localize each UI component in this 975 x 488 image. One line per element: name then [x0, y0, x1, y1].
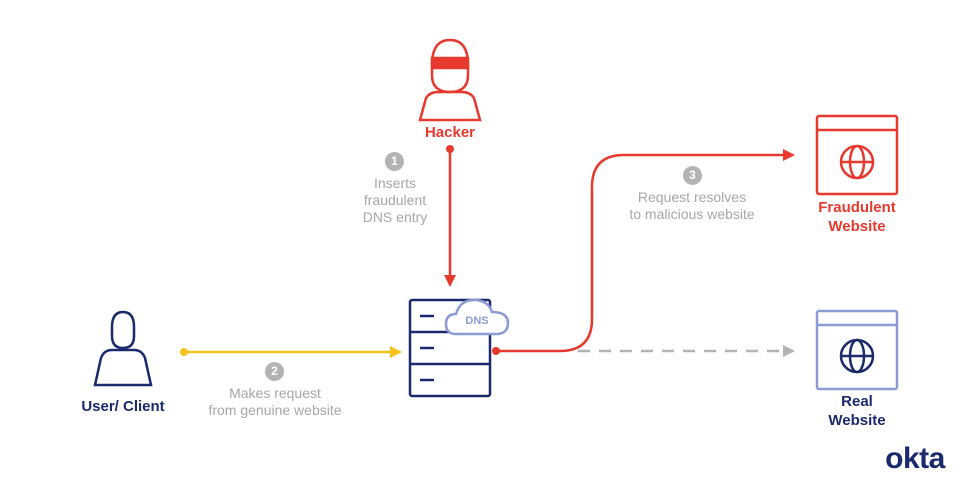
user-icon	[93, 310, 153, 387]
arrow-dns-to-fraudulent	[492, 149, 795, 355]
step-3-text-line1: Request resolves	[637, 189, 747, 205]
dns-server-icon	[408, 298, 492, 398]
dns-label: DNS	[465, 315, 489, 327]
step-2-text-line2: from genuine website	[208, 402, 342, 418]
real-website-label-line2: Website	[828, 412, 886, 429]
fraudulent-website-label: Fraudulent Website	[797, 198, 917, 236]
fraudulent-website-icon	[815, 114, 899, 196]
okta-logo: okta	[885, 442, 945, 475]
fraudulent-website-label-line1: Fraudulent	[818, 199, 896, 216]
step-3-text-line2: to malicious website	[629, 206, 755, 222]
step-1-text-line1: Inserts	[373, 175, 416, 191]
step-2-text-line1: Makes request	[229, 385, 321, 401]
step-3-text: Request resolves to malicious website	[602, 189, 782, 223]
step-2-text: Makes request from genuine website	[185, 385, 365, 419]
step-3-badge: 3	[683, 166, 702, 185]
step-1-badge: 1	[385, 152, 404, 171]
hacker-label: Hacker	[424, 124, 476, 141]
real-website-label: Real Website	[797, 392, 917, 430]
step-2-badge: 2	[265, 362, 284, 381]
step-1-text-line2: fraudulent	[363, 192, 427, 208]
user-client-label: User/ Client	[81, 398, 165, 415]
real-website-icon	[815, 309, 899, 391]
arrow-hacker-to-dns	[444, 145, 456, 287]
fraudulent-website-label-line2: Website	[828, 218, 886, 235]
hacker-icon	[418, 38, 482, 122]
step-1-text-line3: DNS entry	[362, 209, 428, 225]
dns-cloud-icon	[444, 298, 510, 336]
step-1-text: Inserts fraudulent DNS entry	[335, 175, 455, 226]
real-website-label-line1: Real	[841, 393, 873, 410]
arrow-user-to-dns	[180, 346, 402, 358]
